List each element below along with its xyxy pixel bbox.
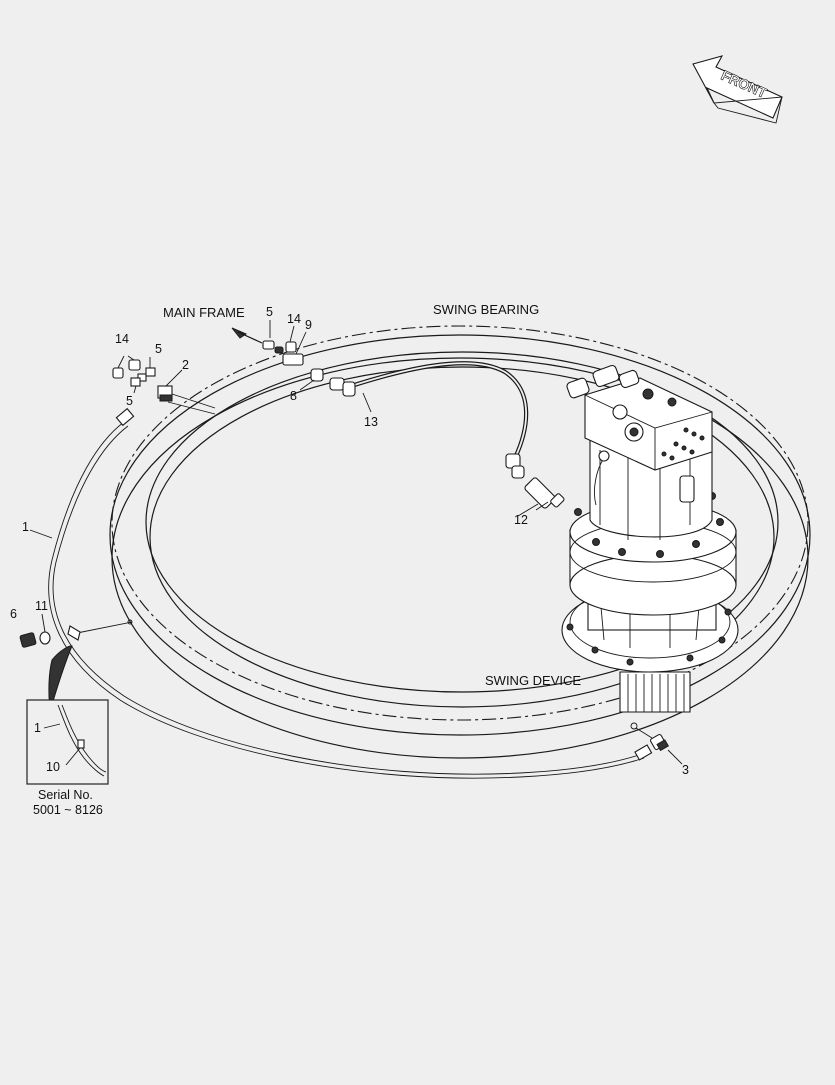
serial-inset: 1 10 Serial No. 5001 ~ 8126: [26, 699, 109, 817]
callout-14-top: 14: [287, 312, 301, 326]
grease-line-1: [48, 407, 653, 779]
fitting-12: [524, 477, 565, 511]
callout-3: 3: [682, 763, 689, 777]
callout-11: 11: [35, 599, 48, 613]
swing-device-label: SWING DEVICE: [485, 673, 581, 688]
callout-8: 8: [290, 389, 297, 403]
inset-callout-1: 1: [34, 721, 41, 735]
inset-callout-10: 10: [46, 760, 60, 774]
clamp-assembly: [19, 619, 133, 713]
serial-range: 5001 ~ 8126: [33, 803, 103, 817]
callout-12: 12: [514, 513, 528, 527]
leader-lines: [29, 503, 539, 633]
callout-13: 13: [364, 415, 378, 429]
main-frame-label: MAIN FRAME: [163, 305, 245, 320]
callout-5-low: 5: [126, 394, 133, 408]
fitting-group-left: [112, 355, 216, 415]
swing-bearing-ring: [109, 325, 811, 759]
callout-5-mid: 5: [155, 342, 162, 356]
fitting-3: [630, 722, 683, 765]
serial-label: Serial No.: [38, 788, 93, 802]
swing-bearing-label: SWING BEARING: [433, 302, 539, 317]
callout-14-left: 14: [115, 332, 129, 346]
callout-1: 1: [22, 520, 29, 534]
swing-device: [561, 364, 739, 713]
hose-13: [329, 361, 529, 479]
callout-9: 9: [305, 318, 312, 332]
front-arrow: FRONT: [692, 55, 783, 124]
callout-2: 2: [182, 358, 189, 372]
callout-6: 6: [10, 607, 17, 621]
fitting-group-top: [231, 320, 324, 391]
callout-5-top: 5: [266, 305, 273, 319]
